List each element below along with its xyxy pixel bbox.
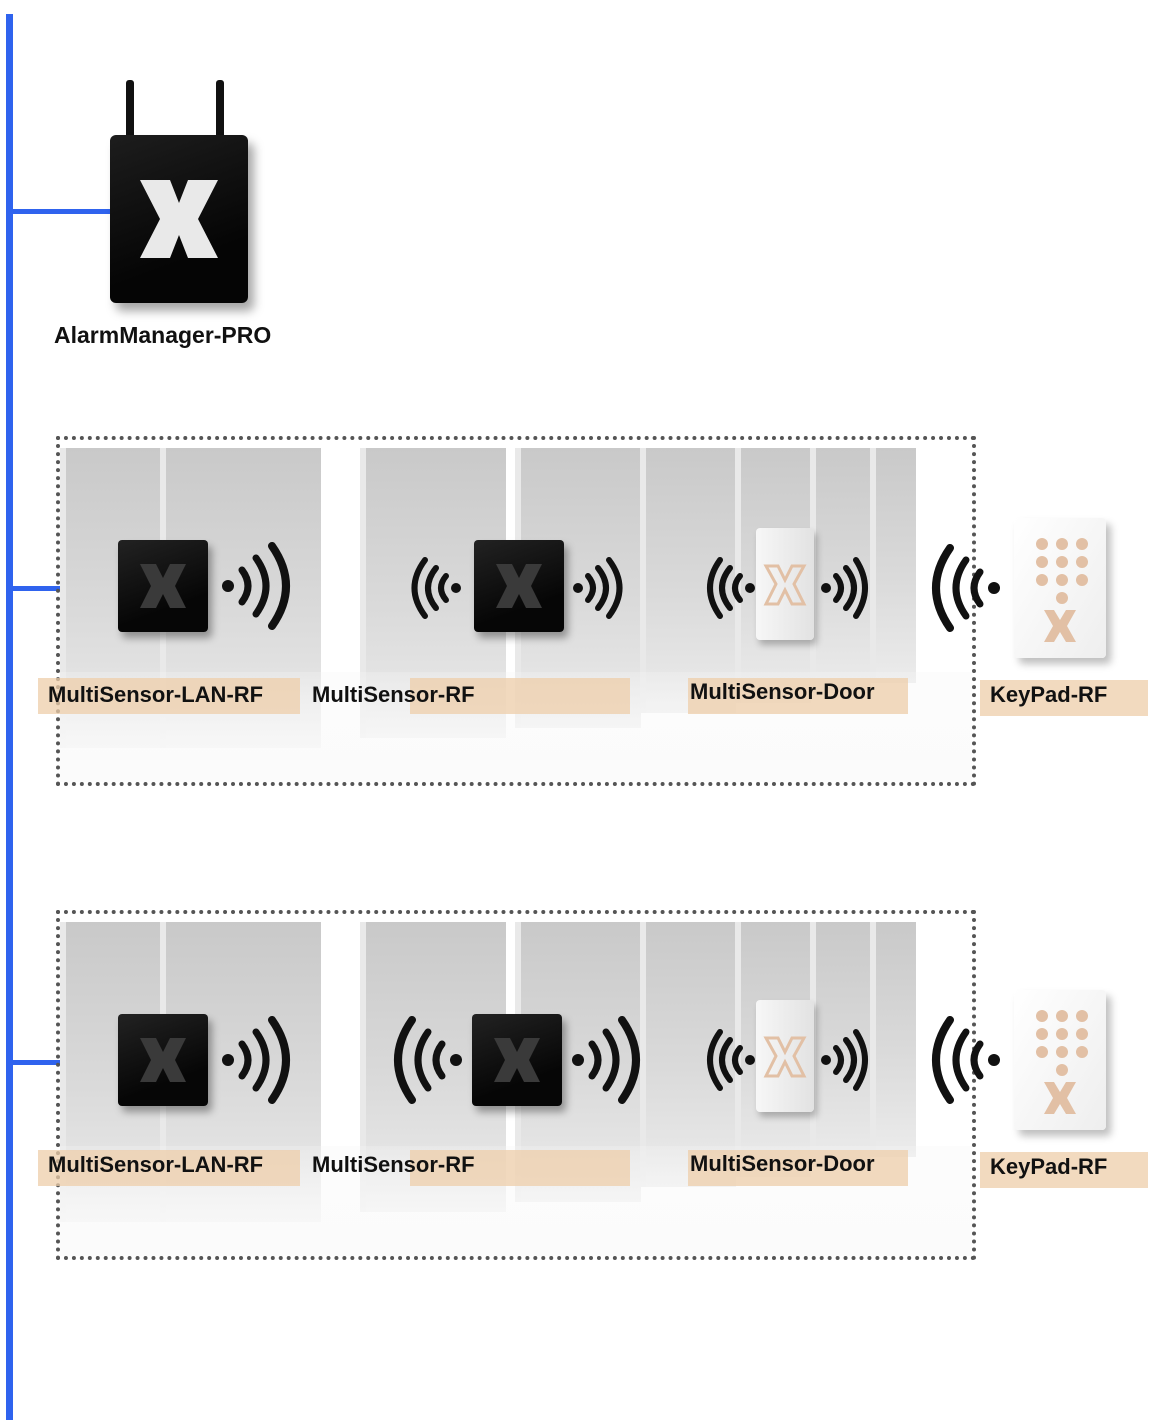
x-logo-icon [1044,610,1076,642]
label-band [688,678,908,714]
multisensor-lan-rf-label: MultiSensor-LAN-RF [48,682,264,707]
multisensor-door-device[interactable] [756,528,814,640]
label-band [688,1150,908,1186]
alarm-manager-device[interactable] [110,80,250,310]
x-logo-icon [140,1038,186,1082]
antenna-right [216,80,224,142]
wireless-signal-left-icon [707,1029,755,1091]
keypad-rf-device[interactable] [1014,518,1106,658]
keypad-rf-label: KeyPad-RF [990,1154,1108,1179]
multisensor-lan-rf-device[interactable] [118,540,208,632]
keypad-rf-device[interactable] [1014,990,1106,1130]
wireless-signal-right-icon [821,1029,868,1091]
multisensor-door-label: MultiSensor-Door [690,679,875,704]
wireless-signal-left-icon [932,544,1000,632]
x-logo-icon [494,1038,540,1082]
multisensor-rf-label: MultiSensor-RF [312,1152,475,1177]
bus-link-master [12,209,112,214]
antenna-left [126,80,134,142]
multisensor-door-device[interactable] [756,1000,814,1112]
wireless-signal-right-icon [573,557,623,619]
wireless-signal-right-icon [222,542,290,630]
multisensor-rf-label: MultiSensor-RF [312,682,475,707]
x-logo-icon [140,180,218,258]
label-band [38,1150,300,1186]
label-band [410,678,630,714]
x-logo-icon [763,564,807,606]
wireless-signal-right-icon [222,1016,290,1104]
network-bus [6,14,13,1420]
label-band [980,1152,1148,1188]
wireless-signal-left-icon [394,1016,462,1104]
label-band [38,678,300,714]
x-logo-icon [496,564,542,608]
multisensor-door-label: MultiSensor-Door [690,1151,875,1176]
x-logo-icon [140,564,186,608]
wireless-signal-right-icon [572,1016,640,1104]
wireless-signal-left-icon [411,557,461,619]
label-band [980,680,1148,716]
multisensor-lan-rf-device[interactable] [118,1014,208,1106]
multisensor-rf-device[interactable] [472,1014,562,1106]
alarm-manager-label: AlarmManager-PRO [54,322,272,348]
wireless-signal-left-icon [932,1016,1000,1104]
alarm-manager-body [110,135,248,303]
keypad-rf-label: KeyPad-RF [990,682,1108,707]
wireless-signal-left-icon [707,557,755,619]
label-band [410,1150,630,1186]
x-logo-icon [1044,1082,1076,1114]
x-logo-icon [763,1036,807,1078]
multisensor-lan-rf-label: MultiSensor-LAN-RF [48,1152,264,1177]
multisensor-rf-device[interactable] [474,540,564,632]
wireless-signal-right-icon [821,557,868,619]
